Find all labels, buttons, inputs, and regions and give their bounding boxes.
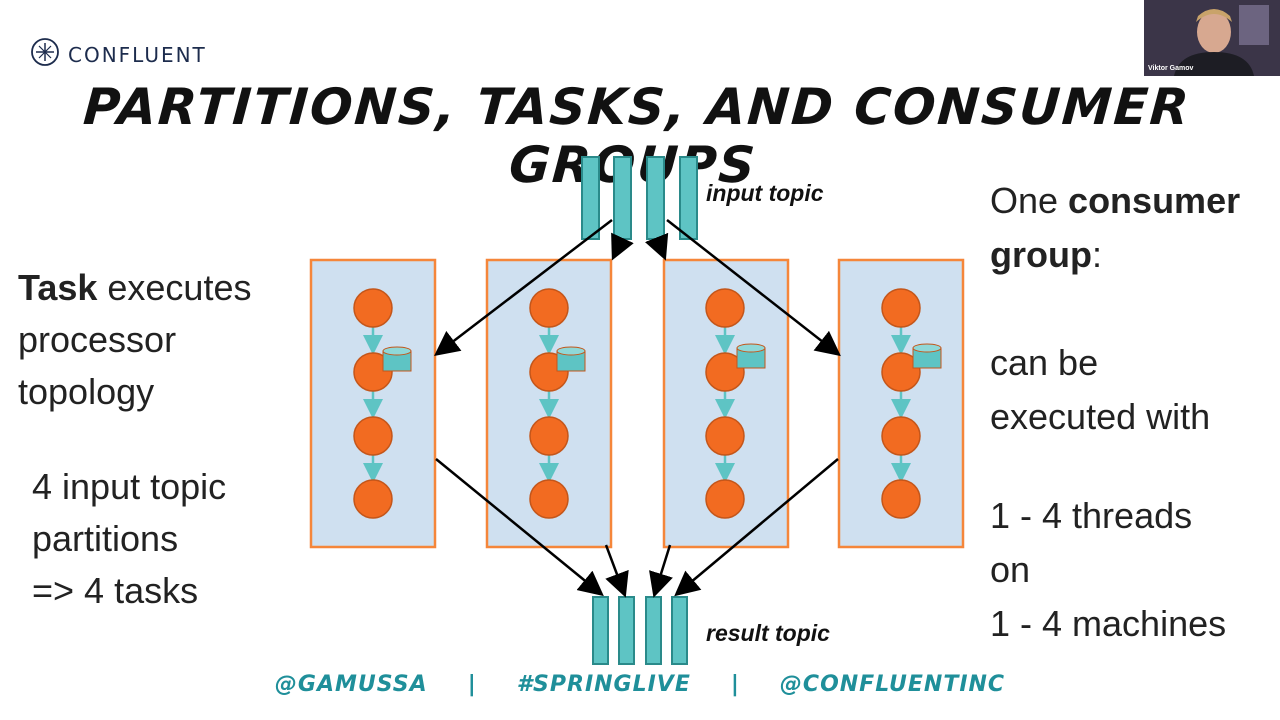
output-arrows [435, 458, 839, 598]
task-3 [662, 258, 790, 549]
state-store-icon [912, 343, 942, 369]
threads-description: 1 - 4 threads on 1 - 4 machines [990, 489, 1226, 651]
processor-node [529, 479, 569, 519]
processor-node [881, 479, 921, 519]
input-partition-2 [613, 156, 632, 240]
processor-node [353, 288, 393, 328]
processor-node [881, 352, 921, 392]
footer-handle-confluentinc: @CONFLUENTINC [779, 672, 1006, 697]
cg-line2-plain: : [1091, 234, 1102, 275]
task-bold: Task [18, 267, 98, 308]
presenter-video [1144, 0, 1280, 76]
cg-line-4: executed with [990, 396, 1211, 437]
confluent-logo-icon [30, 37, 60, 72]
input-partition-1 [581, 156, 600, 240]
processor-node [529, 416, 569, 456]
confluent-logo: CONFLUENT [30, 37, 207, 72]
threads-line-3: 1 - 4 machines [990, 603, 1227, 644]
result-topic-partitions [592, 596, 688, 665]
processor-node [705, 479, 745, 519]
presenter-name: Viktor Gamov [1148, 65, 1194, 72]
cg-line2-bold: group [990, 234, 1092, 275]
input-partition-4 [679, 156, 698, 240]
processor-node [881, 288, 921, 328]
cg-line-3: can be [990, 342, 1099, 383]
cg-line1-plain: One [990, 180, 1069, 221]
partitions-line-1: 4 input topic [32, 466, 227, 507]
task-line-1: executes [97, 267, 252, 308]
processor-node [881, 416, 921, 456]
processor-node [705, 352, 745, 392]
task-4 [837, 258, 965, 549]
threads-line-2: on [990, 549, 1031, 590]
state-store-icon [736, 343, 766, 369]
partitions-line-3: => 4 tasks [32, 570, 199, 611]
result-topic-label: result topic [706, 620, 830, 646]
footer: @GAMUSSA | #SPRINGLIVE | @CONFLUENTINC [0, 672, 1280, 697]
partitions-line-2: partitions [32, 518, 179, 559]
processor-node [705, 288, 745, 328]
task-1 [309, 258, 437, 549]
result-partition-4 [671, 596, 688, 665]
footer-handle-gamussa: @GAMUSSA [274, 672, 428, 697]
result-partition-2 [618, 596, 635, 665]
footer-separator: | [730, 672, 740, 697]
threads-line-1: 1 - 4 threads [990, 495, 1193, 536]
result-partition-3 [645, 596, 662, 665]
state-store-icon [556, 346, 586, 372]
input-topic-partitions [581, 156, 698, 240]
task-line-3: topology [18, 371, 155, 412]
consumer-group-description: One consumer group: can be executed with [990, 174, 1240, 444]
task-description: Task executes processor topology [18, 262, 251, 418]
input-topic-label: input topic [706, 180, 824, 206]
processor-node [353, 416, 393, 456]
task-line-2: processor [18, 319, 177, 360]
footer-separator: | [467, 672, 477, 697]
input-partition-3 [646, 156, 665, 240]
cg-line1-bold: consumer [1068, 180, 1241, 221]
result-partition-1 [592, 596, 609, 665]
brand-name: CONFLUENT [68, 42, 207, 67]
webcam-overlay: Viktor Gamov [1144, 0, 1280, 76]
partitions-description: 4 input topic partitions => 4 tasks [32, 461, 226, 617]
processor-node [353, 479, 393, 519]
processor-node [705, 416, 745, 456]
state-store-icon [382, 346, 412, 372]
footer-hashtag-springlive: #SPRINGLIVE [516, 672, 691, 697]
processor-node [529, 288, 569, 328]
input-arrows [434, 219, 841, 357]
task-2 [485, 258, 613, 549]
